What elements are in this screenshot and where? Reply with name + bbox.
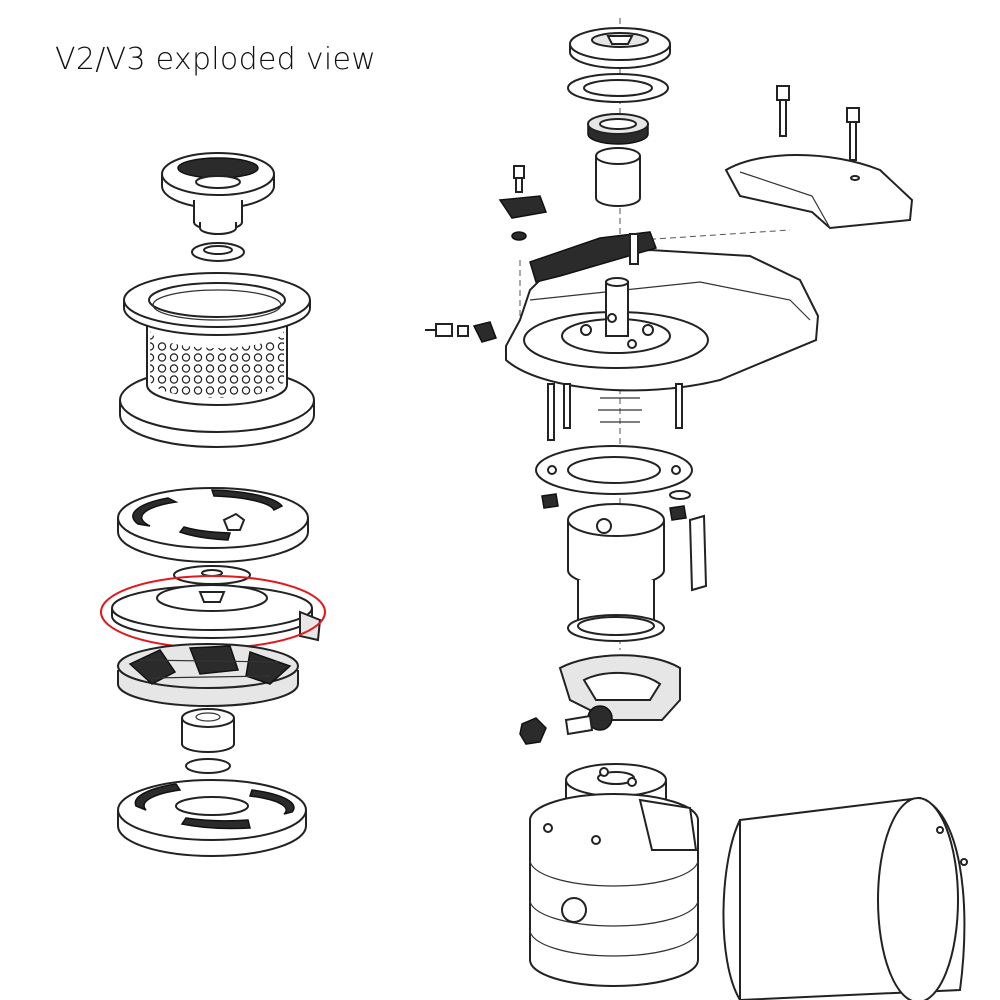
- diagram-title: V2/V3 exploded view: [55, 42, 377, 77]
- bolts: [498, 85, 860, 241]
- bottom-plate: [117, 779, 307, 857]
- top-plate: [117, 487, 309, 563]
- electric-motor: [722, 796, 968, 1000]
- base-housing: [505, 231, 820, 441]
- top-cap: [161, 152, 275, 235]
- mount-cylinder: [567, 503, 665, 642]
- clamp: [519, 654, 681, 745]
- shroud-cover: [724, 154, 914, 230]
- winch-drum: [119, 272, 315, 448]
- ring-washer: [567, 73, 669, 103]
- flange-plate: [535, 445, 693, 521]
- top-washer: [191, 242, 245, 262]
- side-screw: [425, 321, 497, 343]
- gear-carrier: [117, 643, 299, 707]
- gearbox: [529, 763, 699, 987]
- lower-gear: [181, 708, 235, 774]
- bushing: [595, 147, 641, 207]
- bearing: [587, 113, 649, 145]
- top-cover: [569, 27, 671, 69]
- key-bar: [688, 514, 708, 592]
- highlighted-disc: [100, 565, 326, 649]
